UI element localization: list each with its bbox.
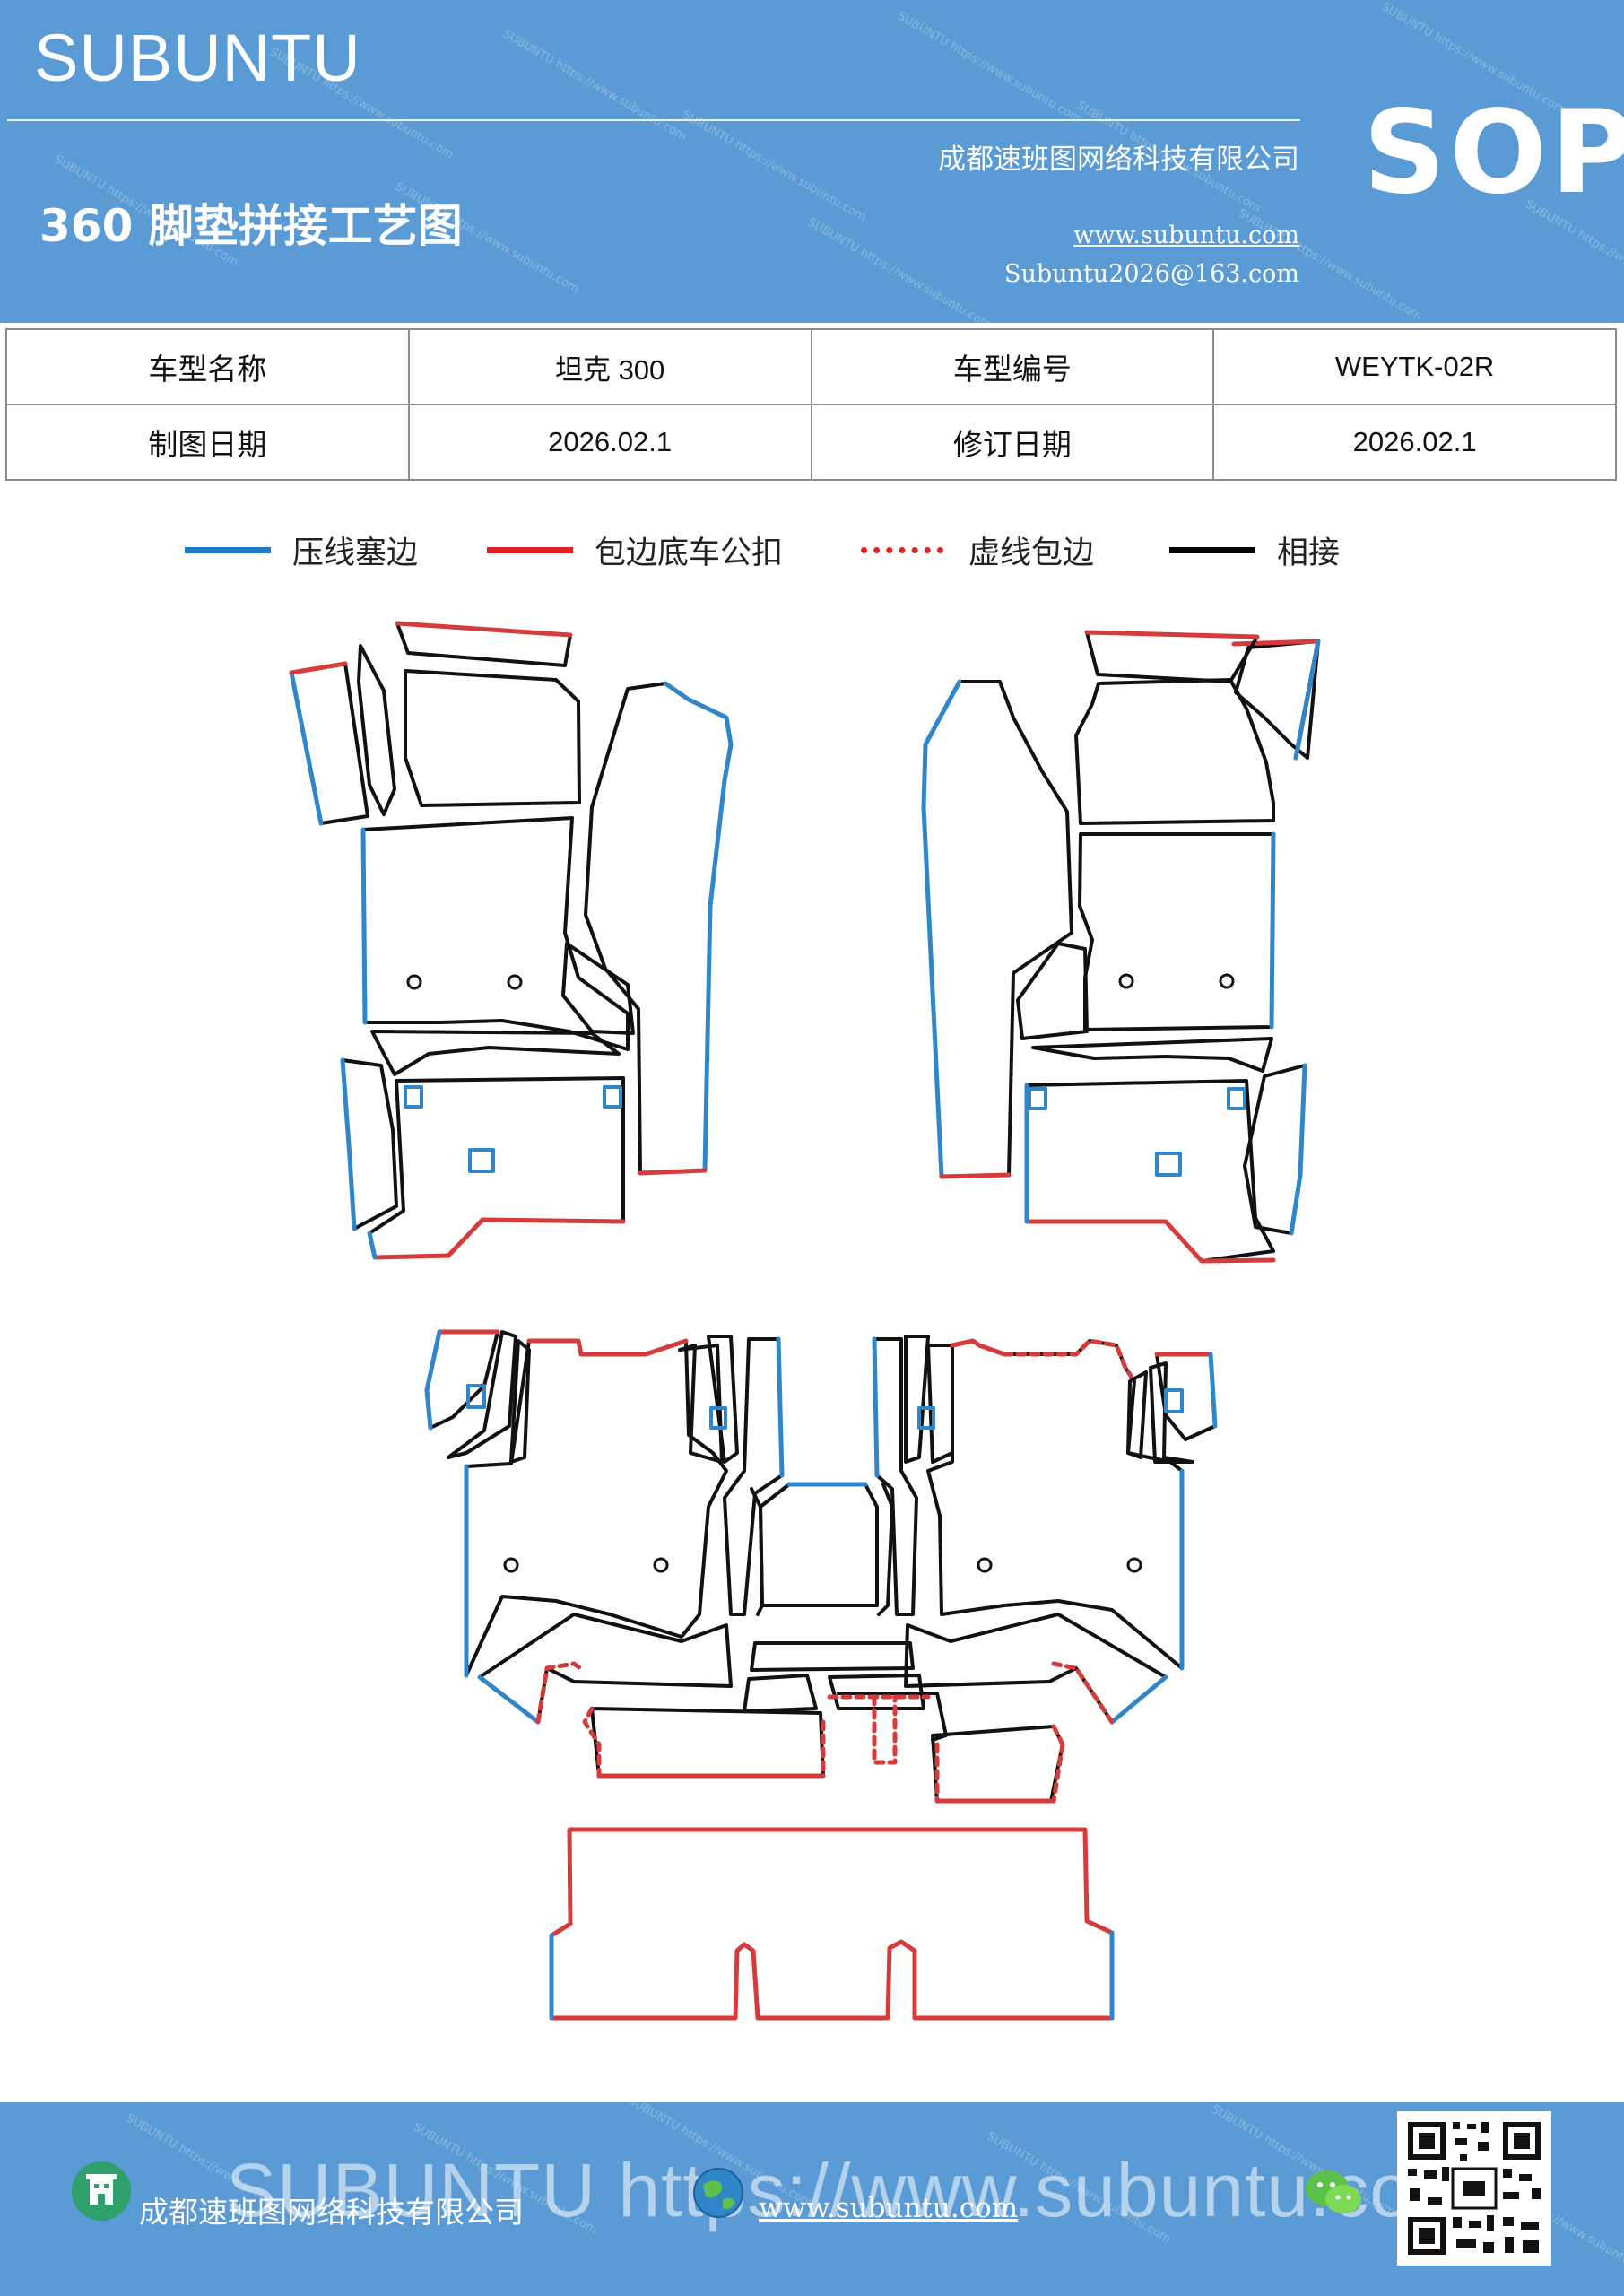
vehicle-info-table: 车型名称 坦克 300 车型编号 WEYTK-02R 制图日期 2026.02.…	[5, 328, 1617, 481]
building-icon	[72, 2161, 131, 2221]
legend-swatch-black	[1169, 546, 1255, 553]
company-name: 成都速班图网络科技有限公司	[938, 144, 1299, 176]
legend-label: 包边底车公扣	[595, 535, 784, 571]
footer-company-name: 成都速班图网络科技有限公司	[139, 2195, 524, 2230]
revise-date-value: 2026.02.1	[1212, 404, 1617, 481]
header-divider	[7, 119, 1300, 121]
draw-date-value: 2026.02.1	[407, 404, 812, 481]
front-right-mat	[921, 630, 1321, 1264]
front-left-mat	[289, 621, 734, 1260]
legend-item-wrap-edge: 包边底车公扣	[487, 518, 783, 581]
legend-item-join: 相接	[1169, 518, 1340, 581]
legend-swatch-blue	[185, 546, 271, 553]
model-code-label: 车型编号	[810, 328, 1215, 405]
document-title: 360 脚垫拼接工艺图	[39, 200, 463, 252]
legend-label: 压线塞边	[292, 535, 419, 571]
table-row: 车型名称 坦克 300 车型编号 WEYTK-02R	[5, 328, 1617, 405]
footer-website-link[interactable]: www.subuntu.com	[759, 2192, 1019, 2224]
page-footer: SUBUNTU https://www.subuntu.com SUBUNTU …	[0, 2102, 1624, 2296]
floor-mat-diagram	[289, 621, 1321, 2021]
legend-label: 虚线包边	[968, 535, 1095, 571]
legend-swatch-red	[487, 546, 573, 553]
legend-label: 相接	[1277, 535, 1341, 571]
sop-label: SOP	[1363, 86, 1624, 220]
legend-item-dashed-wrap: 虚线包边	[861, 518, 1094, 581]
second-row-mat	[424, 1329, 1218, 1804]
legend-item-press-line: 压线塞边	[185, 518, 418, 581]
legend: 压线塞边 包边底车公扣 虚线包边 相接	[0, 518, 1624, 581]
trunk-mat	[549, 1827, 1115, 2021]
revise-date-label: 修订日期	[810, 404, 1215, 481]
table-row: 制图日期 2026.02.1 修订日期 2026.02.1	[5, 404, 1617, 481]
website-link[interactable]: www.subuntu.com	[1073, 222, 1299, 249]
contact-email[interactable]: Subuntu2026@163.com	[1004, 260, 1299, 288]
globe-icon	[690, 2165, 746, 2221]
model-name-label: 车型名称	[5, 328, 410, 405]
wechat-icon[interactable]	[1302, 2165, 1365, 2221]
legend-swatch-red-dotted	[861, 546, 943, 553]
brand-logo-text: SUBUNTU	[34, 21, 361, 95]
model-name-value: 坦克 300	[407, 328, 812, 405]
qr-code[interactable]	[1397, 2111, 1551, 2266]
footer-watermark-text: SUBUNTU https://www.subuntu.com	[226, 2148, 1477, 2232]
model-code-value: WEYTK-02R	[1212, 328, 1617, 405]
draw-date-label: 制图日期	[5, 404, 410, 481]
